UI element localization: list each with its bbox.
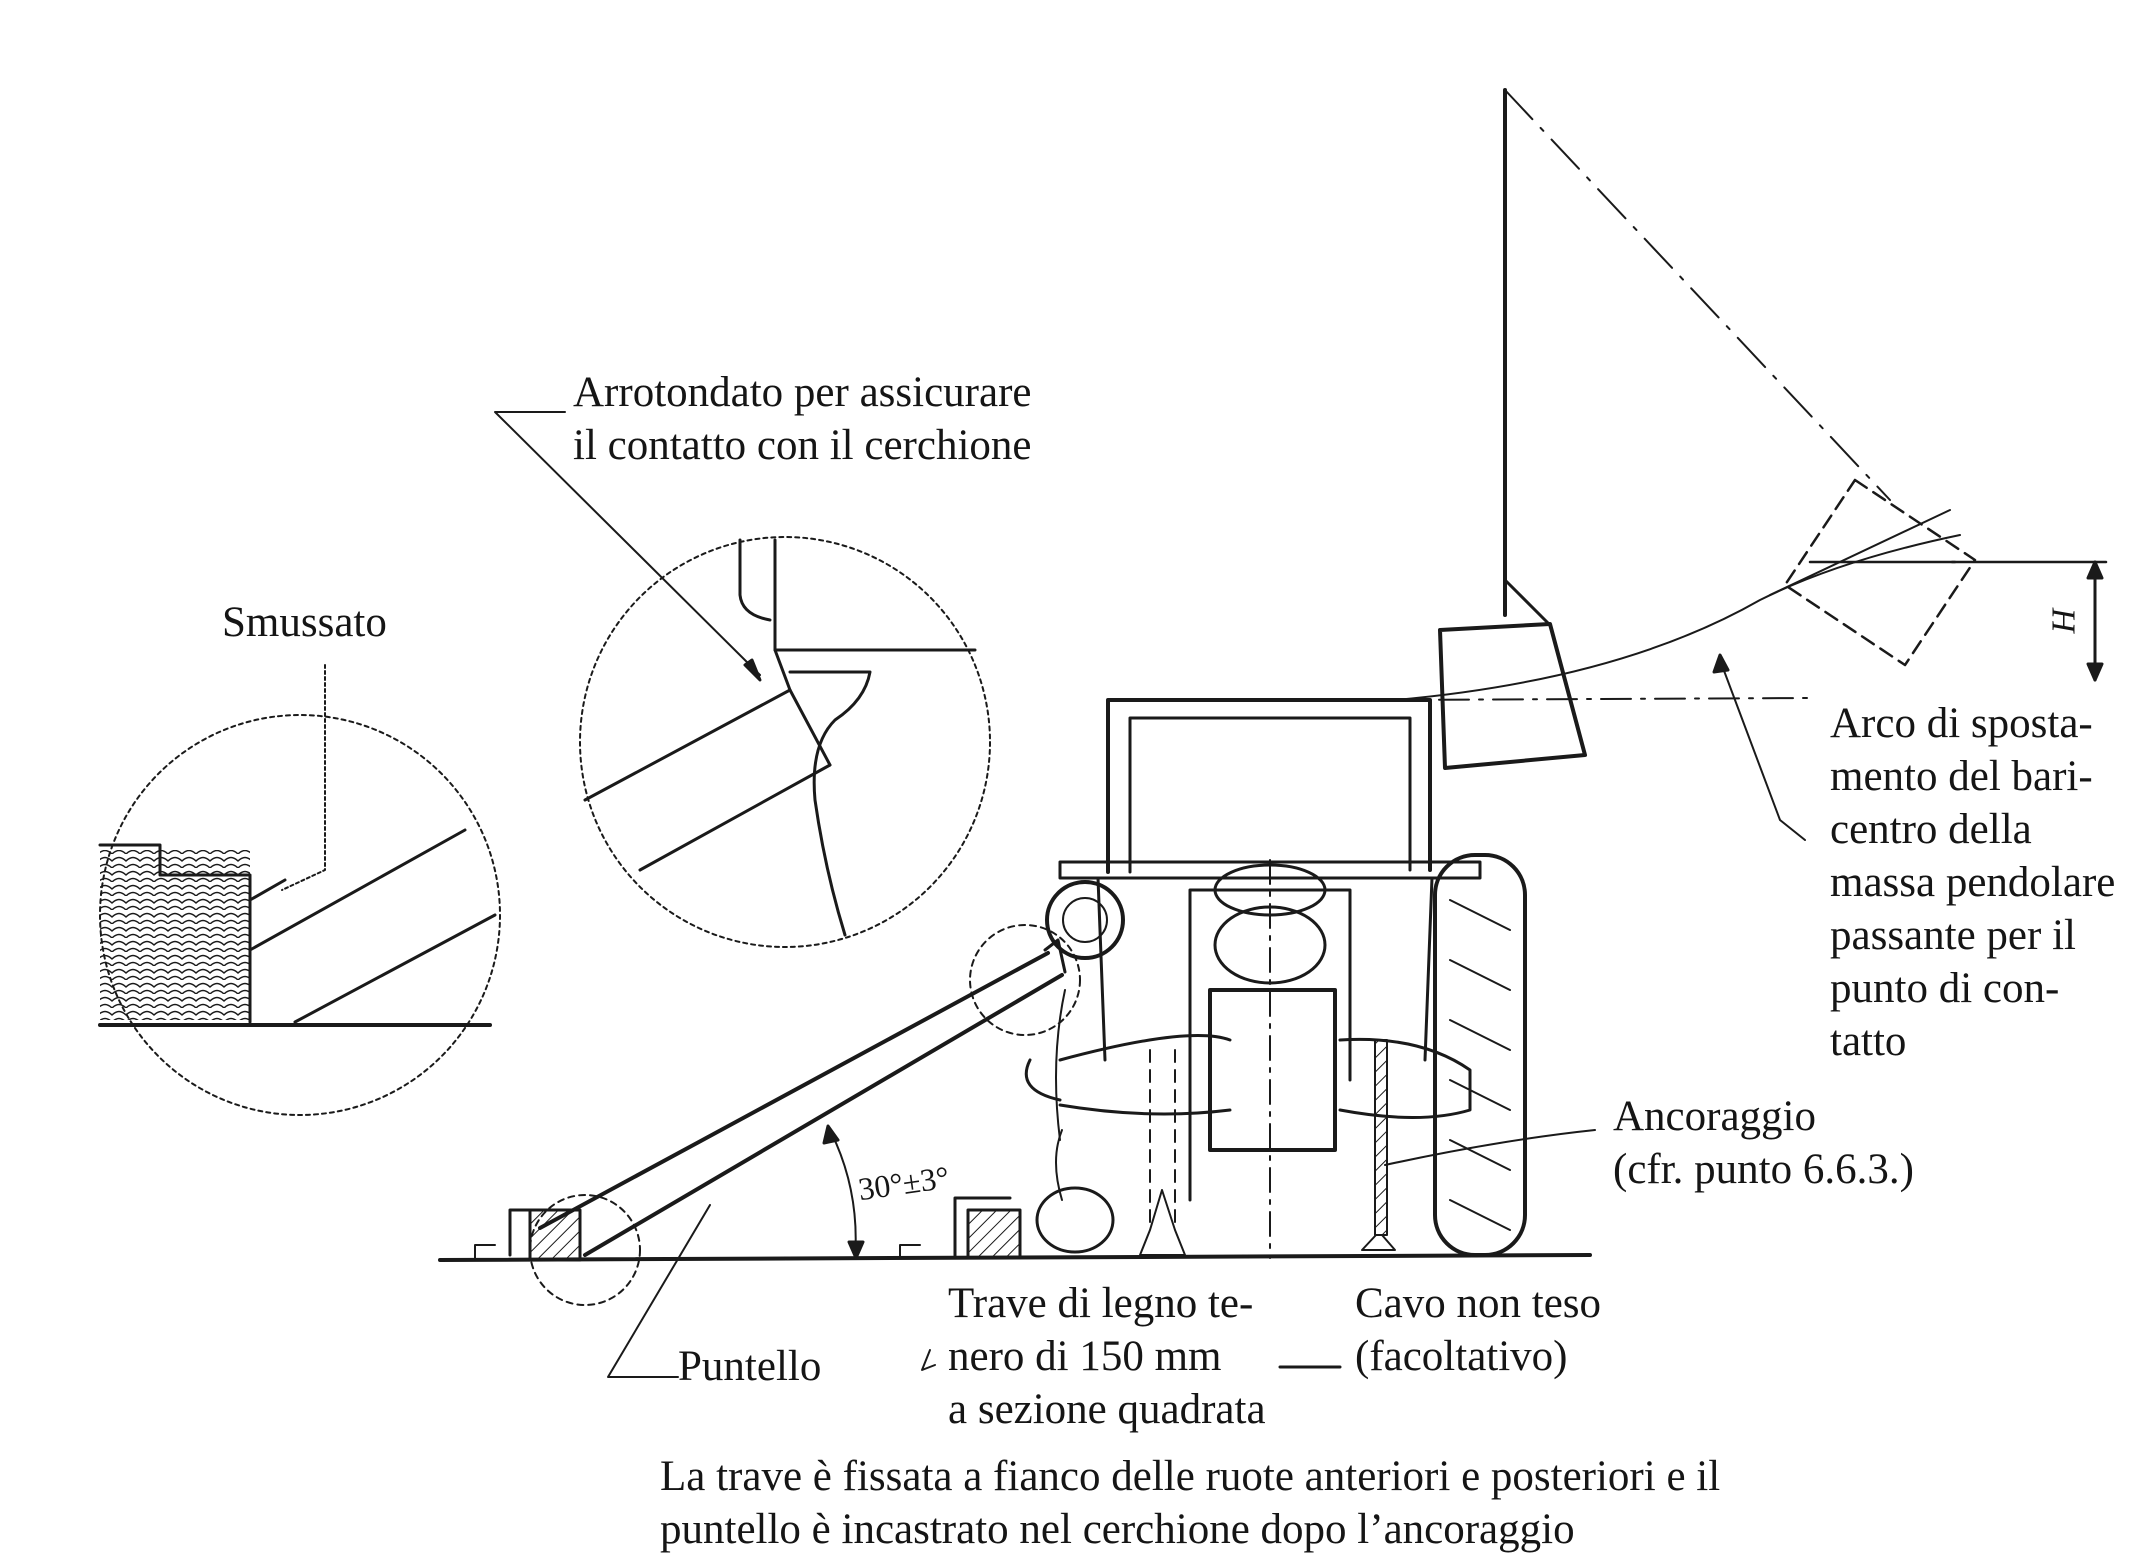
label-ancoraggio-line1: Ancoraggio [1613, 1093, 1816, 1140]
label-trave-line3: a sezione quadrata [948, 1386, 1266, 1433]
label-puntello-text: Puntello [678, 1343, 822, 1390]
label-arrotondato-line1: Arrotondato per assicurare [573, 369, 1032, 416]
strut [474, 924, 1081, 1306]
tractor [1024, 698, 1527, 1259]
label-smussato: Smussato [222, 596, 387, 649]
label-arrotondato-line2: il contatto con il cerchione [573, 422, 1032, 469]
label-puntello: Puntello [678, 1340, 821, 1393]
label-arco: Arco di sposta- mento del bari- centro d… [1830, 697, 2115, 1068]
label-cavo-line1: Cavo non teso [1355, 1280, 1602, 1327]
label-h-text: H [2044, 607, 2082, 633]
label-arco-line7: tatto [1830, 1018, 1907, 1065]
detail-arrotondato [579, 536, 991, 948]
arco-leader [1719, 659, 1806, 841]
smussato-leader [281, 664, 326, 891]
label-arco-line1: Arco di sposta- [1830, 700, 2093, 747]
label-cavo-line2: (facoltativo) [1355, 1333, 1568, 1380]
label-arrotondato: Arrotondato per assicurare il contatto c… [573, 366, 1032, 472]
label-ancoraggio-line2: (cfr. punto 6.6.3.) [1613, 1146, 1914, 1193]
puntello-leader [607, 1204, 711, 1378]
label-trave: Trave di legno te- nero di 150 mm a sezi… [948, 1277, 1266, 1436]
arrotondato-leader [494, 411, 761, 676]
label-nota-line1: La trave è fissata a fianco delle ruote … [660, 1453, 1721, 1500]
detail-smussato [98, 714, 501, 1116]
ancoraggio-leader [1384, 1129, 1596, 1166]
label-cavo: Cavo non teso (facoltativo) [1355, 1277, 1601, 1383]
label-arco-line5: passante per il [1830, 912, 2076, 959]
label-trave-line2: nero di 150 mm [948, 1333, 1222, 1380]
label-nota: La trave è fissata a fianco delle ruote … [660, 1450, 1720, 1556]
label-nota-line2: puntello è incastrato nel cerchione dopo… [660, 1506, 1575, 1553]
label-arco-line4: massa pendolare [1830, 859, 2116, 906]
label-h: H [2042, 608, 2082, 633]
label-arco-line2: mento del bari- [1830, 753, 2093, 800]
label-trave-line1: Trave di legno te- [948, 1280, 1254, 1327]
pendulum [1384, 88, 2108, 770]
label-ancoraggio: Ancoraggio (cfr. punto 6.6.3.) [1613, 1090, 1914, 1196]
label-smussato-text: Smussato [222, 599, 387, 646]
label-arco-line6: punto di con- [1830, 965, 2060, 1012]
label-arco-line3: centro della [1830, 806, 2032, 853]
